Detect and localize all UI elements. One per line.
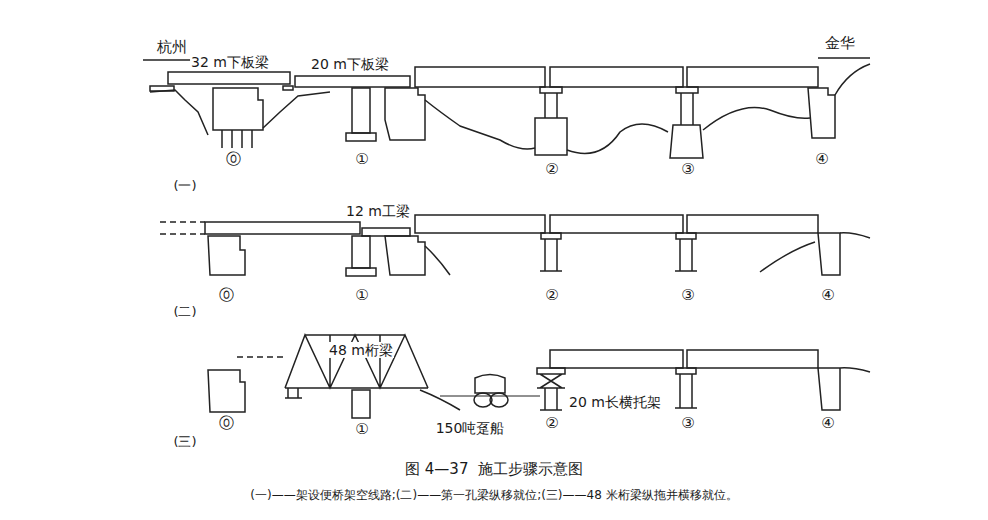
girder — [415, 67, 545, 87]
pier — [540, 233, 562, 271]
ground-line — [818, 58, 870, 95]
ground — [425, 246, 450, 275]
abutment — [808, 88, 835, 138]
place-name: 杭州 — [156, 39, 188, 56]
abutment — [818, 368, 870, 410]
pier-number: ④ — [814, 151, 829, 168]
pier — [208, 370, 245, 412]
place-name: 金华 — [824, 35, 856, 52]
pier-number: ③ — [680, 415, 695, 432]
bank — [150, 90, 208, 135]
pier — [540, 388, 562, 410]
step-note: (一)——架设便桥架空线路;(二)——第一孔梁纵移就位;(三)——48 米桁梁纵… — [249, 489, 738, 503]
pier-number: ⓪ — [218, 287, 235, 304]
abutment — [385, 88, 425, 140]
pier — [670, 87, 703, 158]
pier-number: ② — [544, 161, 559, 178]
pier-number: ⓪ — [218, 415, 235, 432]
girder — [687, 67, 818, 87]
pier-number: ④ — [820, 415, 835, 432]
pier — [352, 88, 370, 133]
piles — [222, 130, 252, 148]
abutment — [385, 236, 425, 275]
work-girder — [362, 228, 410, 236]
barge-label: 150吨趸船 — [435, 420, 506, 436]
girder-label: 12 m工梁 — [345, 203, 411, 219]
girder-label: 20 m下板梁 — [310, 56, 390, 72]
pier — [208, 236, 245, 275]
barge-hull — [490, 393, 508, 407]
girder — [550, 215, 683, 233]
girder — [295, 76, 410, 87]
girder-label: 32 m下板梁 — [190, 54, 270, 70]
support — [283, 86, 293, 90]
support — [150, 86, 174, 91]
girder — [415, 215, 545, 233]
pier — [352, 390, 370, 418]
pier-number: ① — [354, 151, 369, 168]
truss — [285, 335, 428, 388]
truss-label: 48 m桁梁 — [328, 342, 394, 358]
ground — [420, 390, 460, 410]
girder — [687, 350, 818, 368]
pier-number: ① — [354, 421, 369, 438]
pier-number: ① — [354, 287, 369, 304]
cofferdam — [535, 118, 567, 155]
ground — [567, 124, 668, 153]
support — [285, 388, 302, 398]
bank — [263, 92, 330, 128]
dashed-girder — [160, 222, 205, 234]
abutment — [818, 233, 840, 275]
pier-base — [346, 133, 376, 141]
girder — [550, 350, 683, 368]
girder — [205, 222, 360, 234]
pier-number: ③ — [680, 161, 695, 178]
pier-number: ④ — [820, 287, 835, 304]
pier-number: ② — [544, 287, 559, 304]
figure-caption: 图 4—37 施工步骤示意图 — [404, 461, 584, 478]
pier-number: ② — [544, 415, 559, 432]
bracket-label: 20 m长横托架 — [568, 394, 662, 410]
pier-number: ③ — [680, 287, 695, 304]
girder — [168, 72, 290, 84]
cross-bracket — [537, 368, 565, 388]
pier — [540, 87, 562, 118]
pier — [675, 368, 697, 408]
pier — [352, 236, 370, 268]
girder — [687, 215, 818, 233]
pier — [213, 88, 263, 130]
pier — [675, 233, 697, 271]
step-number: (三) — [172, 435, 197, 450]
step-number: (一) — [172, 179, 197, 194]
ground — [760, 233, 870, 272]
pier-number: ⓪ — [225, 151, 242, 168]
pier-base — [346, 268, 376, 276]
ground — [703, 108, 810, 131]
dashed-girder — [237, 356, 285, 358]
girder — [550, 67, 683, 87]
barge-cabin — [475, 375, 505, 394]
step-number: (二) — [172, 305, 197, 320]
ground — [425, 100, 535, 149]
